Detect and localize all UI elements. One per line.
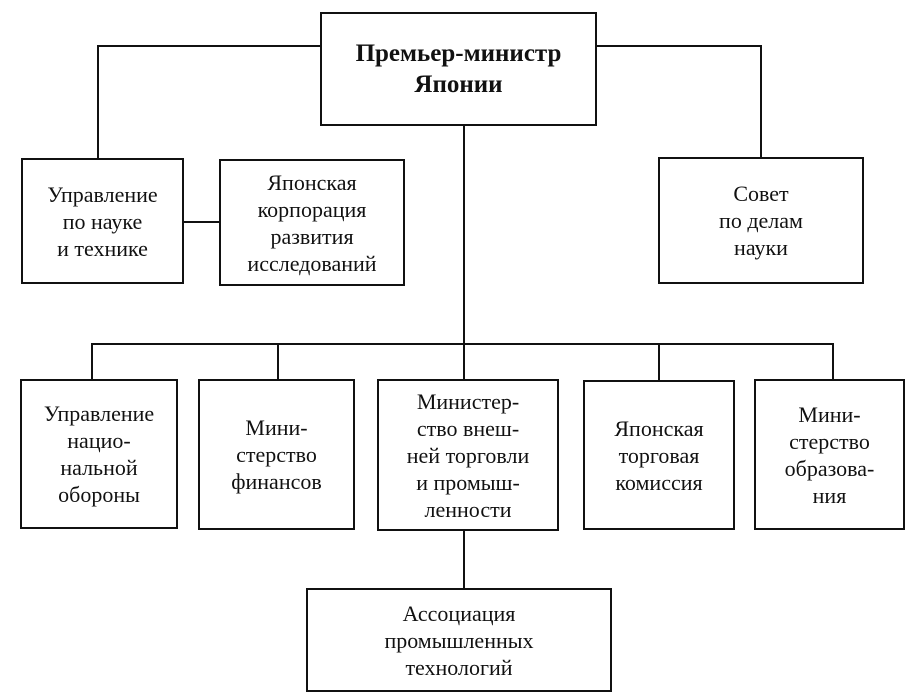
node-label-line: промышленных	[384, 627, 534, 653]
node-label-line: и промыш-	[416, 469, 520, 495]
node-label-line: Управление	[43, 401, 155, 426]
node-label-line: нацио-	[67, 428, 131, 453]
node-label-line: Мини-	[798, 401, 861, 427]
node-label-line: по делам	[719, 208, 803, 233]
node-label-line: торговая	[618, 442, 700, 468]
node-label-line: Мини-	[245, 415, 308, 440]
node-label-line: Японии	[414, 71, 503, 98]
node-label-line: стерство	[789, 428, 870, 454]
node-label-line: развития	[270, 223, 354, 249]
node-label-line: стерство	[236, 442, 317, 467]
node-label-line: ство внеш-	[416, 415, 520, 441]
node-label-line: науки	[734, 235, 788, 260]
node-label-line: ленности	[424, 496, 512, 522]
node-label-line: нальной	[60, 455, 138, 480]
node-label-line: Министер-	[416, 388, 520, 414]
node-label-line: Японская	[614, 415, 704, 441]
node-label-line: и технике	[57, 235, 148, 261]
node-label-line: образова-	[784, 455, 875, 481]
node-label-line: Ассоциация	[402, 600, 516, 626]
node-label-line: исследований	[247, 250, 377, 276]
node-label-line: корпорация	[257, 196, 367, 222]
node-label-line: по науке	[62, 208, 143, 234]
node-label-line: Совет	[733, 181, 789, 206]
node-label-line: финансов	[231, 469, 322, 494]
node-label-line: комиссия	[615, 469, 703, 495]
node-label-line: ней торговли	[406, 442, 530, 468]
node-label-line: технологий	[405, 654, 513, 680]
node-label-line: обороны	[58, 482, 140, 507]
node-label-line: Премьер-министр	[355, 40, 562, 67]
node-label-line: Японская	[267, 169, 357, 195]
node-label-line: Управление	[47, 181, 158, 207]
node-label-line: ния	[812, 482, 847, 508]
